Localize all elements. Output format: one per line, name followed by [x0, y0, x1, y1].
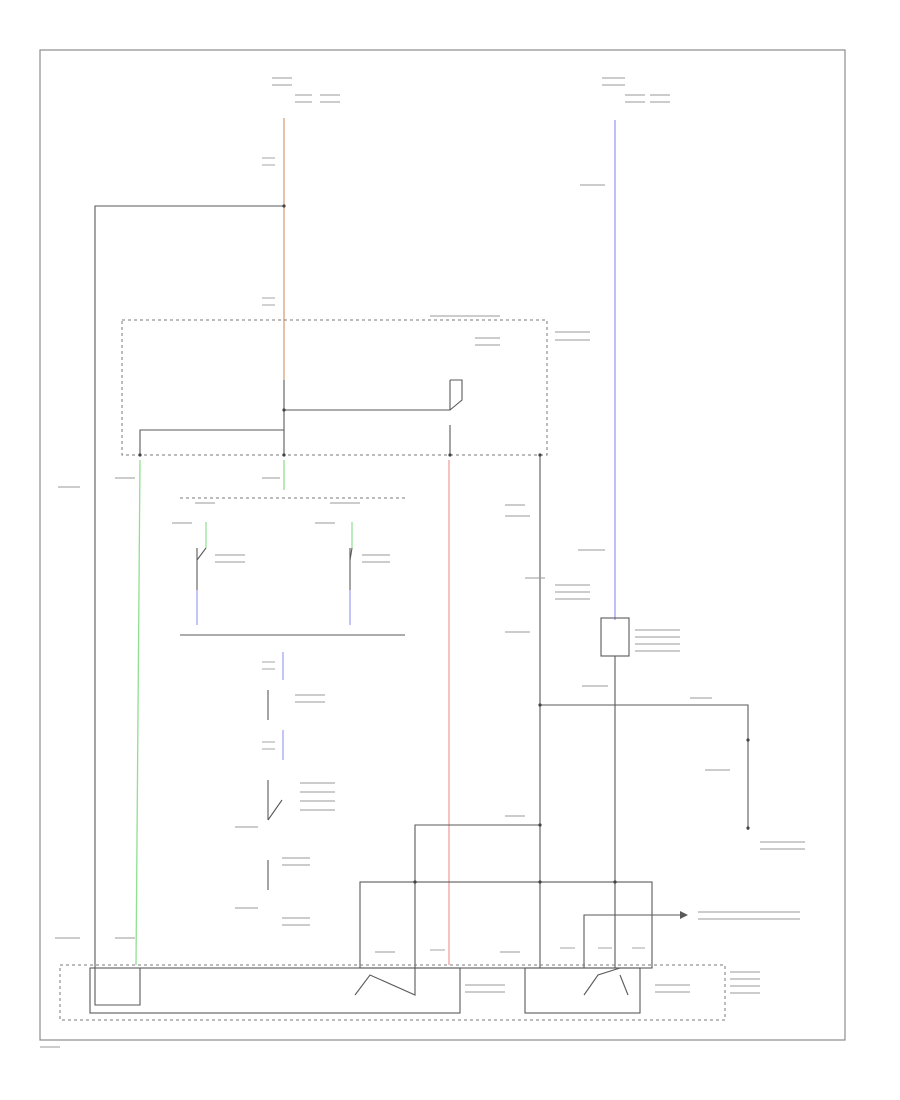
sensor-box — [600, 617, 630, 657]
right-module — [524, 967, 641, 1014]
arrow-icon — [680, 911, 688, 919]
green-ground-wire-left — [135, 459, 141, 966]
bottom-connector — [59, 964, 726, 1021]
relay-box — [121, 319, 548, 456]
junction-dots — [138, 204, 750, 884]
diagram-border — [39, 49, 846, 1041]
lower-junction — [359, 881, 653, 969]
wiring-lines — [59, 205, 749, 1021]
label-marks — [40, 77, 805, 1048]
left-module — [89, 967, 461, 1014]
